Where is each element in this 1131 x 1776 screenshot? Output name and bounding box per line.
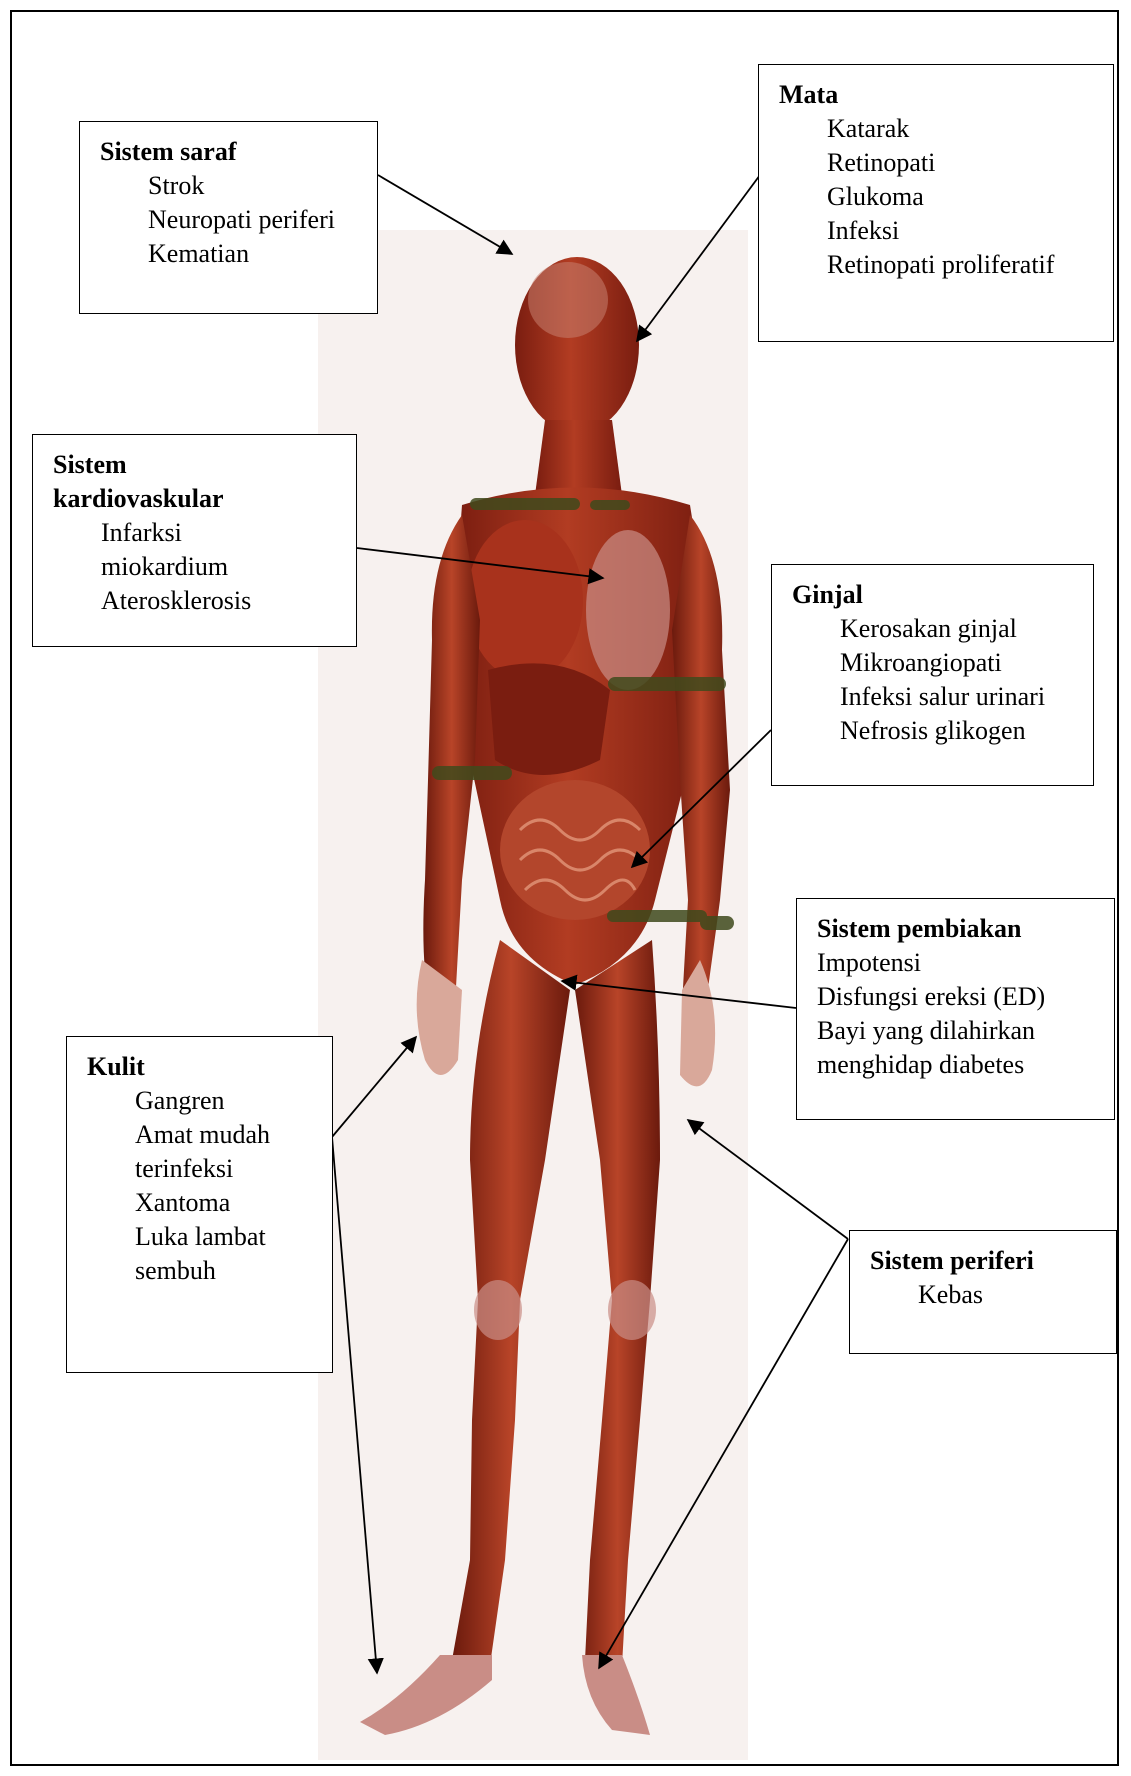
kulit-title: Kulit <box>87 1050 314 1084</box>
ginjal-item: Infeksi salur urinari <box>840 680 1075 714</box>
ginjal-box: Ginjal Kerosakan ginjal Mikroangiopati I… <box>771 564 1094 786</box>
pembiakan-title: Sistem pembiakan <box>817 912 1096 946</box>
kardio-item: Aterosklerosis <box>101 584 338 618</box>
kulit-item: Gangren <box>135 1084 314 1118</box>
kardio-item: miokardium <box>101 550 338 584</box>
kulit-item: terinfeksi <box>135 1152 314 1186</box>
pembiakan-item: Disfungsi ereksi (ED) <box>817 980 1096 1014</box>
mata-title: Mata <box>779 78 1095 112</box>
kulit-item: Xantoma <box>135 1186 314 1220</box>
kulit-box: Kulit Gangren Amat mudah terinfeksi Xant… <box>66 1036 333 1373</box>
kardio-title-line-1: Sistem <box>53 448 338 482</box>
mata-item: Infeksi <box>827 214 1095 248</box>
pembiakan-item: menghidap diabetes <box>817 1048 1096 1082</box>
pembiakan-item: Impotensi <box>817 946 1096 980</box>
mata-item: Katarak <box>827 112 1095 146</box>
mata-item: Glukoma <box>827 180 1095 214</box>
kardio-item: Infarksi <box>101 516 338 550</box>
ginjal-item: Kerosakan ginjal <box>840 612 1075 646</box>
sistem-periferi-box: Sistem periferi Kebas <box>849 1230 1117 1354</box>
pembiakan-item: Bayi yang dilahirkan <box>817 1014 1096 1048</box>
ginjal-title: Ginjal <box>792 578 1075 612</box>
kardio-title-line-2: kardiovaskular <box>53 482 338 516</box>
mata-item: Retinopati <box>827 146 1095 180</box>
sistem-saraf-item: Strok <box>148 169 359 203</box>
kulit-item: Luka lambat <box>135 1220 314 1254</box>
periferi-title: Sistem periferi <box>870 1244 1098 1278</box>
mata-item: Retinopati proliferatif <box>827 248 1095 282</box>
mata-box: Mata Katarak Retinopati Glukoma Infeksi … <box>758 64 1114 342</box>
ginjal-item: Mikroangiopati <box>840 646 1075 680</box>
kulit-item: sembuh <box>135 1254 314 1288</box>
sistem-saraf-box: Sistem saraf Strok Neuropati periferi Ke… <box>79 121 378 314</box>
sistem-saraf-item: Neuropati periferi <box>148 203 359 237</box>
kulit-item: Amat mudah <box>135 1118 314 1152</box>
periferi-item: Kebas <box>918 1278 1098 1312</box>
sistem-saraf-title: Sistem saraf <box>100 135 359 169</box>
sistem-pembiakan-box: Sistem pembiakan Impotensi Disfungsi ere… <box>796 898 1115 1120</box>
ginjal-item: Nefrosis glikogen <box>840 714 1075 748</box>
sistem-kardiovaskular-box: Sistem kardiovaskular Infarksi miokardiu… <box>32 434 357 647</box>
sistem-saraf-item: Kematian <box>148 237 359 271</box>
